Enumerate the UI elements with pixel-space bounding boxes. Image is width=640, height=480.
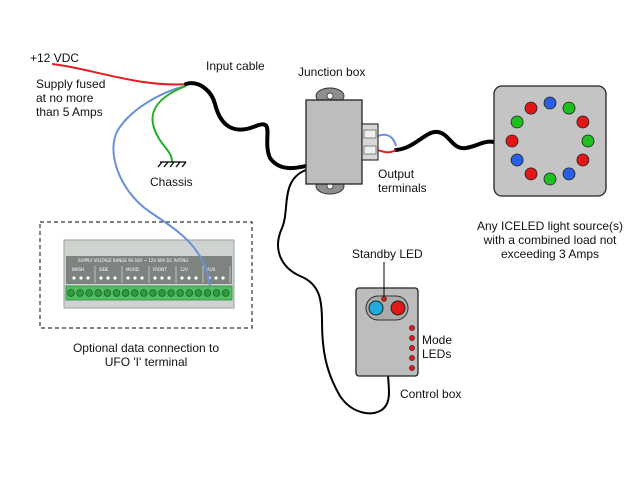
terminal-marker: [140, 276, 144, 280]
terminal-marker: [79, 276, 83, 280]
terminal-screw: [203, 289, 212, 297]
terminal-group-label: FRONT: [153, 267, 167, 272]
control-box-label: Control box: [400, 387, 461, 401]
light-led: [524, 101, 538, 115]
terminal-marker: [153, 276, 157, 280]
terminal-screw: [212, 289, 221, 297]
supply-fused-line-3: than 5 Amps: [36, 105, 103, 119]
terminal-marker: [221, 276, 225, 280]
terminal-screw: [85, 289, 93, 297]
chassis-ground-icon: [157, 161, 187, 168]
control-box: [355, 287, 419, 377]
terminal-marker: [133, 276, 137, 280]
terminal-group-label: 12V: [180, 267, 188, 272]
terminal-marker: [126, 276, 130, 280]
terminal-screw: [194, 289, 203, 297]
supply-fused-line-2: at no more: [36, 91, 94, 105]
light-led: [562, 167, 576, 181]
light-led: [581, 134, 595, 148]
light-led: [562, 101, 576, 115]
chassis-label: Chassis: [150, 175, 193, 189]
terminal-screw: [121, 289, 130, 297]
standby-led-red: [390, 300, 406, 316]
terminal-group-label: MOOD: [126, 267, 139, 272]
terminal-marker: [113, 276, 117, 280]
red-supply-wire: [51, 63, 189, 86]
input-cable: [184, 81, 308, 171]
terminal-screw: [176, 289, 184, 297]
input-cable-label: Input cable: [206, 59, 265, 73]
terminal-screw: [130, 289, 139, 297]
output-red-wire: [377, 149, 397, 154]
terminal-marker: [86, 276, 90, 280]
terminal-screw: [149, 289, 157, 297]
terminal-board-header: SUPPLY VOLTAGE RANGE 9V-18V ~ 12V 60V DC…: [78, 258, 188, 263]
light-led: [505, 134, 519, 148]
output-blue-wire: [377, 133, 397, 147]
terminal-screw: [94, 289, 103, 297]
light-led: [510, 153, 524, 167]
terminal-screw: [76, 289, 84, 297]
mode-led: [409, 365, 415, 371]
supply-voltage-label: +12 VDC: [30, 51, 79, 65]
terminal-group-label: WASH: [72, 267, 84, 272]
terminal-screw: [158, 289, 166, 297]
output-terminals-line-2: terminals: [378, 181, 427, 195]
terminal-marker: [99, 276, 103, 280]
optional-data-line-1: Optional data connection to: [73, 341, 219, 355]
terminal-marker: [214, 276, 218, 280]
terminal-screw: [112, 289, 121, 297]
mode-led: [409, 355, 415, 361]
terminal-group-label: AUX: [207, 267, 216, 272]
mode-led: [409, 325, 415, 331]
green-chassis-wire: [151, 85, 187, 163]
terminal-screw: [167, 289, 175, 297]
terminal-marker: [180, 276, 184, 280]
terminal-board: SUPPLY VOLTAGE RANGE 9V-18V ~ 12V 60V DC…: [63, 239, 235, 309]
blue-data-wire: [112, 85, 211, 287]
terminal-marker: [72, 276, 76, 280]
light-source-line-3: exceeding 3 Amps: [501, 247, 599, 261]
mode-leds-line-2: LEDs: [422, 347, 451, 361]
supply-fused-line-1: Supply fused: [36, 77, 105, 91]
mode-led: [409, 345, 415, 351]
terminal-marker: [187, 276, 191, 280]
standby-led-indicator: [381, 296, 387, 302]
terminal-group-label: SIDE: [99, 267, 109, 272]
light-led: [576, 115, 590, 129]
terminal-marker: [167, 276, 171, 280]
junction-box-label: Junction box: [298, 65, 365, 79]
light-led: [576, 153, 590, 167]
terminal-screw: [67, 289, 75, 297]
optional-data-panel: [39, 221, 253, 329]
terminal-marker: [160, 276, 164, 280]
output-terminals-line-1: Output: [378, 167, 415, 181]
terminal-screw: [103, 289, 112, 297]
optional-data-line-2: UFO 'I' terminal: [105, 355, 188, 369]
terminal-screw: [140, 289, 148, 297]
light-source-line-2: with a combined load not: [483, 233, 617, 247]
light-source-line-1: Any ICELED light source(s): [477, 219, 623, 233]
standby-led-cyan: [368, 300, 384, 316]
standby-led-label: Standby LED: [352, 247, 423, 261]
control-cable: [277, 169, 390, 415]
light-led: [510, 115, 524, 129]
terminal-screw: [185, 289, 194, 297]
mode-led: [409, 335, 415, 341]
light-led: [543, 96, 557, 110]
light-led: [543, 172, 557, 186]
mode-leds-line-1: Mode: [422, 333, 452, 347]
terminal-marker: [194, 276, 198, 280]
terminal-marker: [106, 276, 110, 280]
terminal-screw: [221, 289, 230, 297]
light-led: [524, 167, 538, 181]
output-cable: [394, 129, 496, 152]
junction-box: [305, 87, 379, 195]
light-source: [493, 85, 607, 197]
